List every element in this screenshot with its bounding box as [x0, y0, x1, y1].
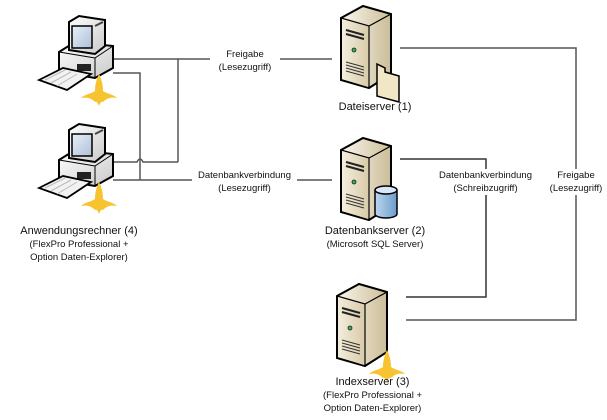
edge-index-db-line2: (Schreibzugriff) — [453, 183, 518, 194]
dbserver-title: Datenbankserver (2) — [324, 225, 426, 237]
dbserver-icon[interactable] — [339, 136, 398, 222]
edge-label-ws-file: Freigabe (Lesezugriff) — [210, 48, 280, 74]
edge-ws-file-line2: (Lesezugriff) — [218, 62, 272, 73]
workstation-subtitle-2: Option Daten-Explorer) — [30, 252, 128, 263]
workstation-2-icon[interactable] — [38, 123, 117, 214]
edge-index-file-line1: Freigabe — [557, 170, 595, 181]
folder-icon — [376, 62, 400, 103]
database-icon — [374, 185, 398, 219]
line-dbserver-to-indexserver — [400, 158, 487, 298]
workstation-1-icon[interactable] — [38, 15, 117, 106]
workstation-label: Anwendungsrechner (4) (FlexPro Professio… — [4, 225, 154, 264]
indexserver-subtitle-2: Option Daten-Explorer) — [323, 403, 422, 414]
edge-ws-db-line1: Datenbankverbindung — [192, 169, 297, 182]
line-ws2-upper-with-hop — [113, 158, 178, 163]
edge-label-ws-db: Datenbankverbindung (Lesezugriff) — [192, 169, 297, 195]
indexserver-icon[interactable] — [335, 282, 405, 382]
indexserver-subtitle-1: (FlexPro Professional + — [323, 390, 422, 401]
indexserver-title: Indexserver (3) — [335, 376, 410, 388]
edge-index-db-line1: Datenbankverbindung — [439, 170, 532, 181]
dbserver-label: Datenbankserver (2) (Microsoft SQL Serve… — [310, 225, 440, 251]
edge-label-index-file: Freigabe (Lesezugriff) — [546, 169, 606, 195]
line-ws1-lower — [113, 72, 141, 180]
edge-label-index-db: Datenbankverbindung (Schreibzugriff) — [428, 169, 543, 195]
workstation-title: Anwendungsrechner (4) — [20, 225, 138, 237]
workstation-subtitle-1: (FlexPro Professional + — [29, 239, 129, 250]
edge-ws-file-line1: Freigabe — [210, 48, 280, 61]
dbserver-subtitle: (Microsoft SQL Server) — [326, 239, 424, 250]
indexserver-label: Indexserver (3) (FlexPro Professional + … — [300, 376, 445, 415]
fileserver-label: Dateiserver (1) — [320, 101, 430, 114]
edge-index-file-line2: (Lesezugriff) — [549, 183, 603, 194]
fileserver-title: Dateiserver (1) — [338, 101, 412, 113]
fileserver-icon[interactable] — [339, 4, 400, 103]
edge-ws-db-line2: (Lesezugriff) — [218, 183, 271, 194]
